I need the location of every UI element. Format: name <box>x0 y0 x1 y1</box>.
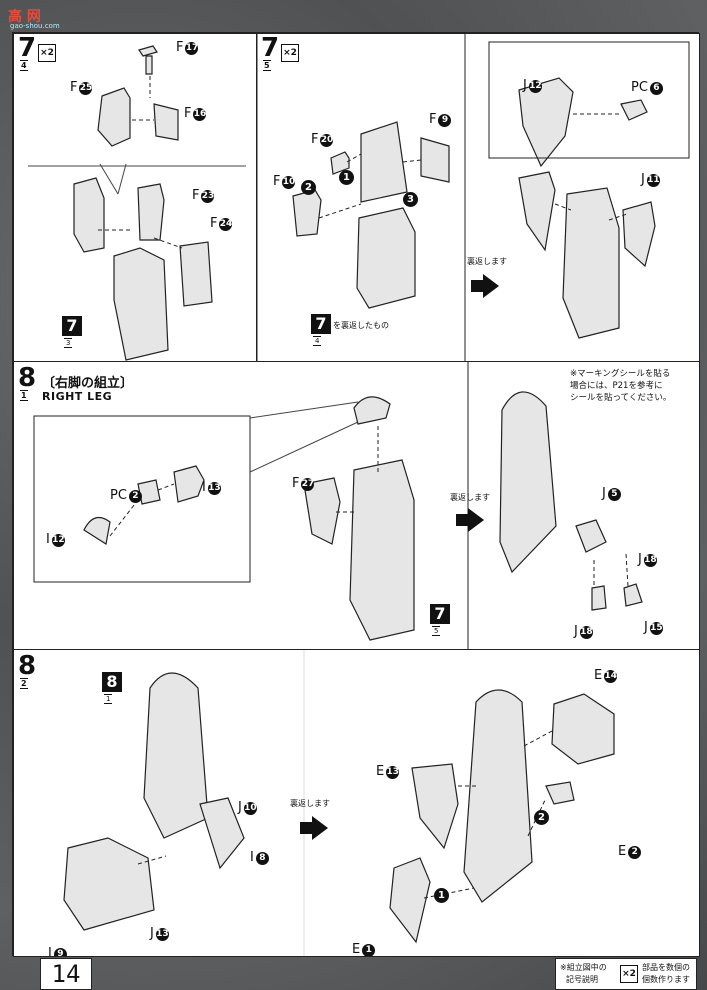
page-number: 14 <box>40 958 92 990</box>
site-logo: 高 网 <box>8 9 41 25</box>
legend-note-line1: ※組立図中の <box>560 963 607 972</box>
ref-step-number: 8 <box>102 672 122 692</box>
ref-step-number: 7 <box>311 314 331 334</box>
quantity-badge: ×2 <box>281 44 299 62</box>
ref-substep-number: 4 <box>313 336 322 346</box>
assembly-order-1: 1 <box>339 170 354 185</box>
marking-sticker-note: ※マーキングシールを貼る 場合には、P21を参考に シールを貼ってください。 <box>570 368 671 404</box>
turn-over-note: 裏返します <box>290 799 330 808</box>
note-line: ※マーキングシールを貼る <box>570 369 671 379</box>
legend-desc-line1: 部品を数個の <box>642 963 690 972</box>
note-line: シールを貼ってください。 <box>570 393 672 403</box>
next-view-arrow <box>471 274 499 298</box>
step-number: 8 <box>18 363 37 393</box>
ref-substep-number: 5 <box>432 626 441 636</box>
step-7-5-illustration <box>257 34 690 362</box>
ref-substep-number: 3 <box>64 338 73 348</box>
legend-note-line2: 記号説明 <box>566 975 598 984</box>
step-subtitle: RIGHT LEG <box>42 390 113 403</box>
step-number: 7 <box>18 33 37 63</box>
substep-number: 2 <box>20 678 28 689</box>
step-8-1-illustration <box>33 362 643 650</box>
assembly-order-3: 3 <box>403 192 418 207</box>
step-8-2-illustration <box>63 650 615 956</box>
turn-over-note: 裏返します <box>467 257 507 266</box>
step-number: 7 <box>261 33 280 63</box>
ref-step-number: 7 <box>430 604 450 624</box>
site-logo-url: gao-shou.com <box>10 22 60 30</box>
note-line: 場合には、P21を参考に <box>570 381 663 391</box>
symbol-legend: ※組立図中の 記号説明 ×2 部品を数個の 個数作ります <box>555 958 697 990</box>
step-7-4-illustration <box>28 45 246 361</box>
substep-number: 5 <box>263 60 271 71</box>
assembly-order-2: 2 <box>301 180 316 195</box>
ref-substep-number: 1 <box>104 694 113 704</box>
quantity-badge: ×2 <box>38 44 56 62</box>
next-view-arrow <box>300 816 328 840</box>
substep-number: 4 <box>20 60 28 71</box>
quantity-badge: ×2 <box>620 965 638 983</box>
substep-number: 1 <box>20 390 28 401</box>
next-view-arrow <box>456 508 484 532</box>
assembly-order-1: 1 <box>434 888 449 903</box>
assembly-order-2: 2 <box>534 810 549 825</box>
ref-step-number: 7 <box>62 316 82 336</box>
legend-desc-line2: 個数作ります <box>642 975 690 984</box>
step-number: 8 <box>18 651 37 681</box>
turn-over-note: 裏返します <box>450 493 490 502</box>
step-title: 〔右脚の組立〕 <box>42 376 134 391</box>
ref-note: を裏返したもの <box>333 321 389 330</box>
